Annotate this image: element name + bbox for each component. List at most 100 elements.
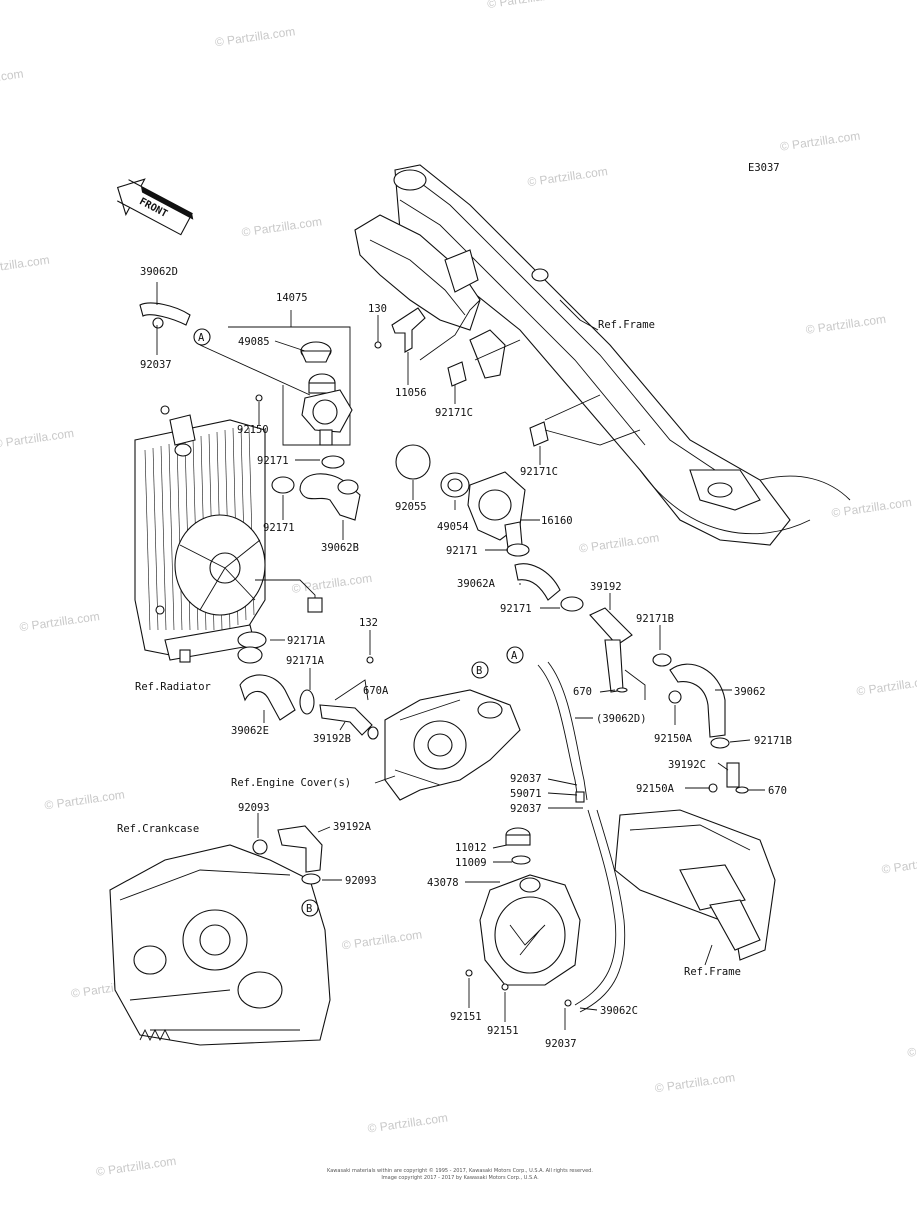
part-label[interactable]: 670	[573, 686, 592, 698]
watermark: © Partzilla.com	[906, 1035, 917, 1060]
part-label[interactable]: 92037	[545, 1038, 577, 1050]
part-label[interactable]: 670A	[363, 685, 389, 697]
part-label[interactable]: (39062D)	[596, 713, 647, 725]
part-label[interactable]: 92037	[510, 803, 542, 815]
water-pump-drawing	[479, 827, 581, 986]
part-labels: 39062D 92037 14075 49085 130 11056 92171…	[140, 266, 792, 1050]
ref-label-frame: Ref.Frame	[684, 966, 741, 978]
part-label[interactable]: 92150A	[654, 733, 693, 745]
o-ring-92055	[395, 444, 431, 480]
frame-top-drawing	[354, 164, 851, 546]
part-label[interactable]: 92171B	[636, 613, 674, 625]
pipe-39192c	[708, 762, 749, 794]
callout-b-top: B	[471, 661, 489, 679]
part-label[interactable]: 11056	[395, 387, 427, 399]
watermark: © Partzilla.com	[654, 1070, 736, 1095]
part-label[interactable]: 39192B	[313, 733, 351, 745]
thermostat-housing-16160	[467, 471, 526, 549]
part-label[interactable]: 92171C	[520, 466, 558, 478]
clamps-92171a	[237, 631, 315, 715]
part-label[interactable]: 39192A	[333, 821, 372, 833]
watermark: © Partzilla.com	[214, 24, 296, 49]
part-label[interactable]: 92037	[140, 359, 172, 371]
part-label[interactable]: 39062	[734, 686, 766, 698]
part-label[interactable]: 39192	[590, 581, 622, 593]
part-label[interactable]: 39062A	[457, 578, 496, 590]
watermark: © Partzilla.com	[0, 426, 75, 451]
part-label[interactable]: 59071	[510, 788, 542, 800]
part-label[interactable]: 92171B	[754, 735, 792, 747]
part-label[interactable]: 49054	[437, 521, 469, 533]
thermostat-49054	[440, 472, 470, 498]
callout-label: B	[306, 903, 312, 915]
watermark: © Partzilla.com	[95, 1154, 177, 1179]
part-label[interactable]: 11012	[455, 842, 487, 854]
callout-label: A	[198, 332, 205, 344]
part-label[interactable]: 92171A	[287, 635, 326, 647]
watermark: © Partzilla.com	[881, 851, 917, 876]
watermark: © Partzilla.com	[367, 1111, 449, 1136]
hose-39062e	[237, 646, 296, 721]
part-label[interactable]: 92093	[238, 802, 270, 814]
bracket-11056	[374, 307, 426, 353]
part-label[interactable]: 39062B	[321, 542, 359, 554]
part-label[interactable]: 130	[368, 303, 387, 315]
hose-39062d-top	[139, 302, 191, 329]
part-label[interactable]: 16160	[541, 515, 573, 527]
watermark: © Partzilla.com	[805, 312, 887, 337]
engine-cover-drawing	[384, 689, 521, 801]
ref-labels: Ref.Frame Ref.Radiator Ref.Engine Cover(…	[117, 319, 741, 978]
copyright-footer: Kawasaki materials within are copyright …	[250, 1168, 670, 1182]
callout-a-top: A	[193, 328, 211, 346]
watermark: © Partzilla.com	[527, 164, 609, 189]
part-label[interactable]: 92150A	[636, 783, 675, 795]
part-label[interactable]: 92150	[237, 424, 269, 436]
ref-label-crankcase: Ref.Crankcase	[117, 823, 199, 835]
part-label[interactable]: 39062C	[600, 1005, 638, 1017]
part-label[interactable]: 92093	[345, 875, 377, 887]
part-label[interactable]: 92171	[257, 455, 289, 467]
crankcase-drawing	[109, 844, 331, 1046]
radiator-drawing	[134, 405, 323, 663]
hose-39062c	[574, 809, 626, 1013]
watermark: © Partzilla.com	[19, 609, 101, 634]
part-label[interactable]: 14075	[276, 292, 308, 304]
callout-a-bottom: A	[506, 646, 524, 664]
watermark: © Partzilla.com	[831, 495, 913, 520]
callout-b-bottom: B	[301, 899, 319, 917]
footer-line: Image copyright 2017 - 2017 by Kawasaki …	[381, 1175, 539, 1181]
watermark: © Partzilla.com	[0, 66, 24, 91]
part-label[interactable]: 92037	[510, 773, 542, 785]
watermark: © Partzilla.com	[578, 530, 660, 555]
part-label[interactable]: 39062E	[231, 725, 269, 737]
part-label[interactable]: 92171	[500, 603, 532, 615]
part-label[interactable]: 132	[359, 617, 378, 629]
ref-label-engine-cover: Ref.Engine Cover(s)	[231, 777, 351, 789]
part-label[interactable]: 92171C	[435, 407, 473, 419]
part-label[interactable]: 92171A	[286, 655, 325, 667]
pipe-39192a	[252, 825, 323, 885]
watermark: © Partzilla.com	[341, 927, 423, 952]
screws-92151	[465, 969, 572, 1007]
part-label[interactable]: 92171	[446, 545, 478, 557]
part-label[interactable]: 670	[768, 785, 787, 797]
part-label[interactable]: 39192C	[668, 759, 706, 771]
frame-bottom-drawing	[614, 809, 776, 961]
part-label[interactable]: 49085	[238, 336, 270, 348]
filler-neck-assembly	[228, 326, 353, 446]
front-arrow-icon: FRONT	[116, 178, 194, 236]
diagram-code: E3037	[748, 162, 780, 174]
hose-39062	[668, 663, 730, 749]
watermark: © Partzilla.com	[856, 673, 917, 698]
hose-39062b	[271, 455, 361, 521]
part-label[interactable]: 92171	[263, 522, 295, 534]
watermark: © Partzilla.com	[44, 787, 126, 812]
part-label[interactable]: 43078	[427, 877, 459, 889]
part-label[interactable]: 92055	[395, 501, 427, 513]
part-label[interactable]: 39062D	[140, 266, 178, 278]
part-label[interactable]: 92151	[487, 1025, 519, 1037]
callout-label: B	[476, 665, 482, 677]
part-label[interactable]: 11009	[455, 857, 487, 869]
part-label[interactable]: 92151	[450, 1011, 482, 1023]
